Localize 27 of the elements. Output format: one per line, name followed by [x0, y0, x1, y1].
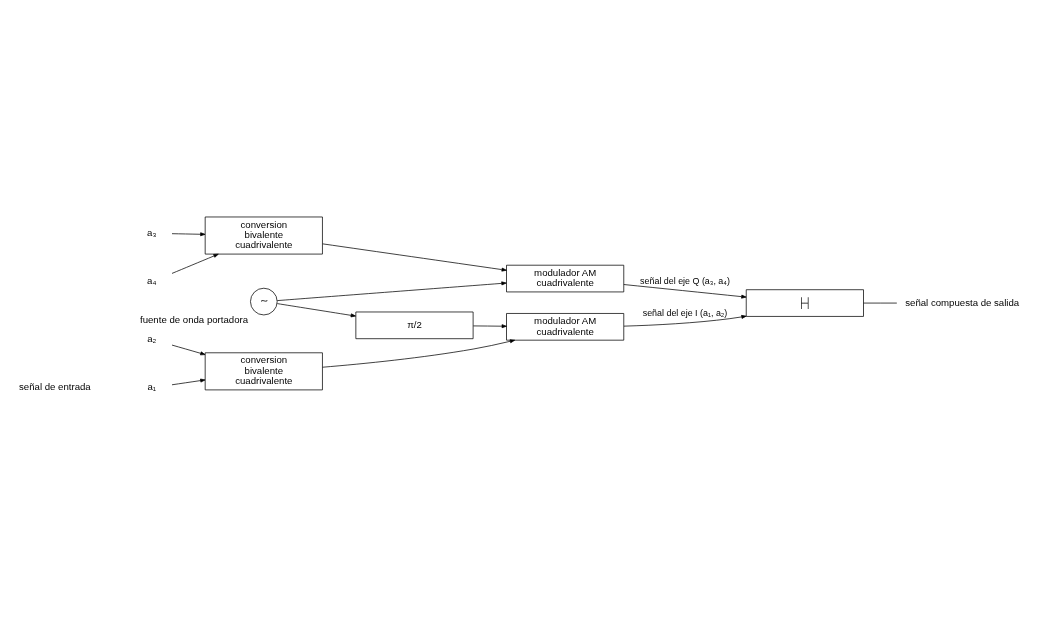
node-box: modulador AM cuadrivalente — [506, 264, 625, 292]
edge-label: señal del eje I (a₁, a₂) — [642, 307, 728, 318]
arrow — [472, 323, 507, 328]
arrow — [171, 378, 206, 385]
node-text: a₄ — [147, 274, 157, 286]
arrow — [171, 344, 206, 355]
connector — [863, 302, 898, 303]
node-text: a₃ — [147, 226, 157, 238]
node-text: a₂ — [147, 332, 157, 344]
node-box: conversion bivalente cuadrivalente — [204, 216, 323, 254]
edge-label: señal del eje Q (a₃, a₄) — [640, 275, 730, 286]
node-box: ├┤ — [745, 288, 864, 317]
node-text: señal compuesta de salida — [905, 296, 1020, 308]
node-box: conversion bivalente cuadrivalente — [204, 351, 323, 390]
arrow — [623, 314, 747, 326]
arrow — [171, 253, 219, 274]
arrow — [322, 243, 507, 272]
arrow — [623, 283, 747, 299]
arrow — [276, 302, 356, 317]
arrow — [322, 338, 516, 368]
node-circle: ∼ — [250, 287, 278, 315]
arrow — [171, 231, 206, 236]
label: señal de entrada — [19, 380, 91, 392]
node-label: fuente de onda portadora — [140, 313, 249, 325]
node-text: a₁ — [147, 380, 157, 392]
node-box: π/2 — [355, 311, 474, 339]
arrow — [276, 280, 507, 301]
